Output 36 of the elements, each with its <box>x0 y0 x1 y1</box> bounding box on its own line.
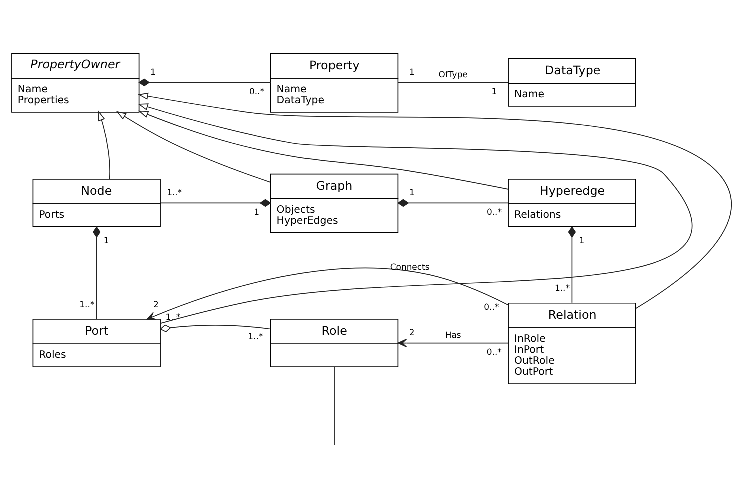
label: 2 <box>409 328 415 338</box>
arrow <box>146 268 509 320</box>
arrow <box>398 339 509 348</box>
label: 1..* <box>167 188 182 198</box>
connector <box>160 199 272 208</box>
label: 1 <box>579 235 585 246</box>
label: 0..* <box>249 86 264 97</box>
connector <box>568 226 576 304</box>
label: 2 <box>154 299 159 310</box>
arrow <box>138 104 692 324</box>
label: 0..* <box>486 207 502 218</box>
arrow <box>138 92 732 310</box>
connector <box>398 82 509 84</box>
label: 0..* <box>486 347 502 358</box>
edge-label: Connects <box>390 262 430 272</box>
label: 1..* <box>554 283 570 294</box>
label: 1..* <box>80 300 95 310</box>
label: 1 <box>409 67 415 78</box>
connector <box>334 366 335 446</box>
connector <box>92 226 101 320</box>
connector <box>138 78 272 87</box>
arrow <box>138 110 509 190</box>
arrow <box>116 111 271 183</box>
label: 1 <box>104 235 110 246</box>
label: 1..* <box>166 312 181 322</box>
label: 1 <box>150 67 156 78</box>
label: 1 <box>492 86 498 97</box>
edge-label: OfType <box>438 70 468 80</box>
label: 0..* <box>484 302 500 312</box>
label: 1..* <box>248 331 264 342</box>
connector <box>398 199 509 208</box>
edge-label: Has <box>445 330 462 340</box>
label: 1 <box>254 207 260 218</box>
connector <box>160 324 272 332</box>
arrow <box>98 110 110 180</box>
label: 1 <box>410 188 415 198</box>
